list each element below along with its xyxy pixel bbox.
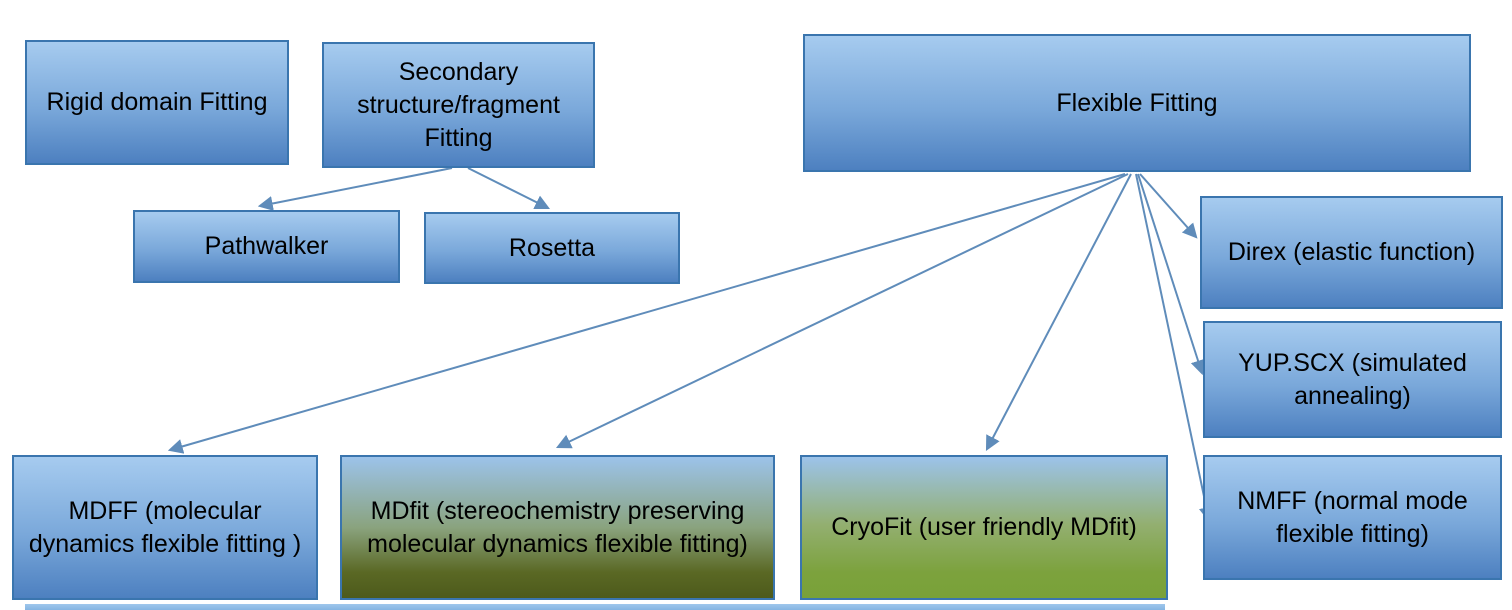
node-label: Flexible Fitting (1056, 88, 1218, 117)
node-label: Pathwalker (204, 232, 329, 260)
node-direx: Direx (elastic function) (1200, 196, 1503, 309)
node-rigid-domain-fitting: Rigid domain Fitting (25, 40, 289, 165)
arrow-flexible-to-direx (1139, 173, 1198, 239)
node-label: Secondary structure/fragment Fitting (357, 57, 560, 152)
node-pathwalker: Pathwalker (133, 210, 400, 283)
node-label: Rosetta (508, 233, 596, 262)
node-label: MDFF (molecular dynamics flexible fittin… (28, 496, 302, 558)
arrow-flexible-to-cryofit (985, 173, 1132, 451)
arrow-secondary-to-rosetta (467, 167, 551, 210)
arrow-flexible-to-yupscx (1137, 173, 1206, 376)
node-mdff: MDFF (molecular dynamics flexible fittin… (12, 455, 318, 600)
node-label: YUP.SCX (simulated annealing) (1238, 348, 1467, 410)
node-cryofit: CryoFit (user friendly MDfit) (800, 455, 1168, 600)
node-flexible-fitting: Flexible Fitting (803, 34, 1471, 172)
node-yupscx: YUP.SCX (simulated annealing) (1203, 321, 1502, 438)
arrow-secondary-to-pathwalker (257, 167, 453, 211)
cropped-row-strip (25, 604, 1165, 610)
node-label: Rigid domain Fitting (46, 88, 268, 116)
node-nmff: NMFF (normal mode flexible fitting) (1203, 455, 1502, 580)
node-mdfit: MDfit (stereochemistry preserving molecu… (340, 455, 775, 600)
node-label: CryoFit (user friendly MDfit) (831, 513, 1137, 541)
node-label: NMFF (normal mode flexible fitting) (1237, 486, 1468, 548)
node-rosetta: Rosetta (424, 212, 680, 284)
node-label: Direx (elastic function) (1227, 238, 1476, 266)
node-label: MDfit (stereochemistry preserving molecu… (367, 496, 748, 558)
node-secondary-structure-fragment-fitting: Secondary structure/fragment Fitting (322, 42, 595, 168)
